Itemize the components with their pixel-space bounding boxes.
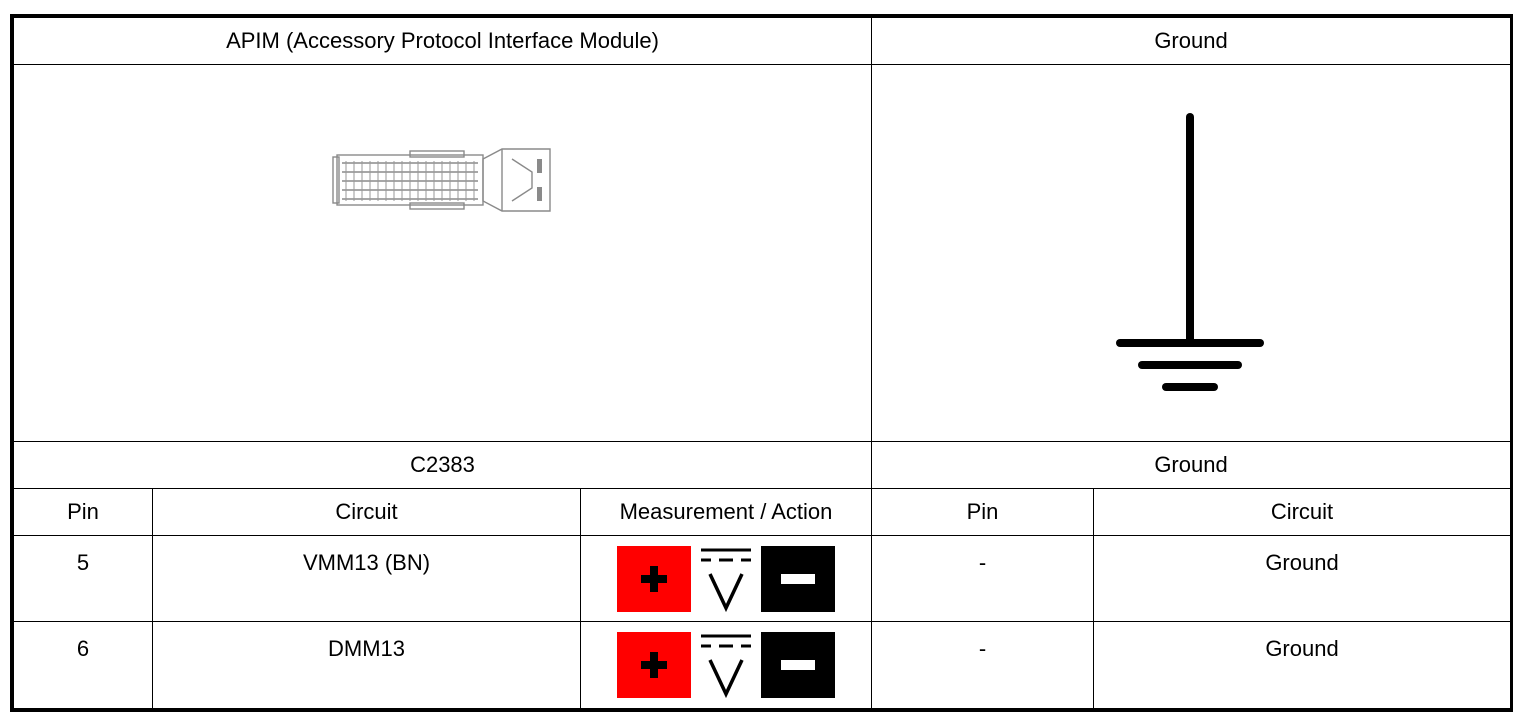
- measurement-cell: [580, 621, 872, 709]
- pinout-table: APIM (Accessory Protocol Interface Modul…: [13, 16, 1512, 709]
- pin-cell: 5: [13, 534, 153, 623]
- column-header-circuit: Circuit: [152, 488, 581, 536]
- ground-id: Ground: [870, 441, 1512, 490]
- negative-probe-icon: [761, 545, 835, 612]
- circuit-cell: VMM13 (BN): [152, 534, 581, 623]
- column-header-measurement: Measurement / Action: [580, 488, 872, 536]
- column-header-pin-2: Pin: [871, 488, 1094, 536]
- circuit-cell-2: Ground: [1092, 534, 1512, 623]
- connector-illustration: [331, 148, 551, 213]
- circuit-cell-2: Ground: [1092, 621, 1512, 709]
- pin-cell: 6: [13, 621, 153, 709]
- measurement-cell: [580, 534, 872, 623]
- negative-probe-icon: [761, 632, 835, 699]
- connector-image-cell: [13, 64, 872, 443]
- dc-voltage-icon: [701, 548, 751, 612]
- column-header-circuit-2: Circuit: [1092, 488, 1512, 536]
- circuit-cell: DMM13: [152, 621, 581, 709]
- positive-probe-icon: [617, 632, 691, 699]
- connector-id: C2383: [13, 441, 872, 490]
- ground-title: Ground: [870, 16, 1512, 66]
- ground-image-cell: [870, 64, 1512, 443]
- dc-voltage-icon: [701, 634, 751, 699]
- ground-symbol-icon: [1116, 113, 1264, 392]
- table-row: 5 VMM13 (BN) - Ground: [13, 534, 1512, 623]
- column-header-pin: Pin: [13, 488, 153, 536]
- positive-probe-icon: [617, 545, 691, 612]
- pin-cell-2: -: [871, 534, 1094, 623]
- pin-cell-2: -: [871, 621, 1094, 709]
- table-row: 6 DMM13 - Ground: [13, 621, 1512, 709]
- module-title: APIM (Accessory Protocol Interface Modul…: [13, 16, 872, 66]
- pinout-table-frame: APIM (Accessory Protocol Interface Modul…: [10, 14, 1513, 712]
